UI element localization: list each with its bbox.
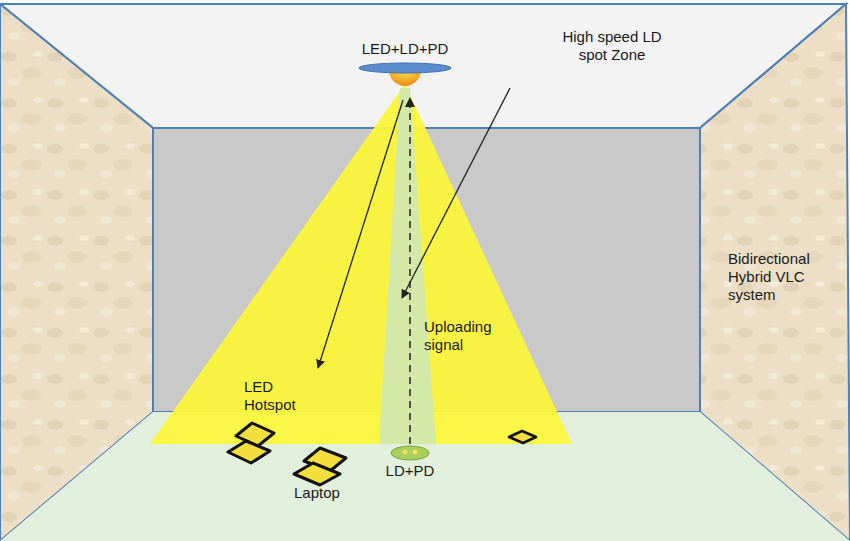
- annotation-label: Laptop: [294, 484, 374, 502]
- edge-label: Uploading signal: [424, 318, 504, 354]
- device-icon: [380, 444, 440, 462]
- led-beam: [150, 84, 572, 444]
- device-label: LED+LD+PD: [362, 40, 449, 58]
- laptop-icon: [228, 423, 274, 463]
- device-icon: [355, 58, 455, 98]
- laptop-icon: [294, 448, 346, 485]
- annotation-label: Bidirectional Hybrid VLC system: [728, 250, 828, 304]
- leader-arrow: [318, 100, 403, 368]
- annotation-label: LED Hotspot: [244, 378, 314, 414]
- user-transceiver: LD+PD: [380, 444, 440, 480]
- leader-arrow: [402, 88, 510, 298]
- ceiling-transceiver: LED+LD+PD: [355, 40, 455, 98]
- upload-signal-arrow: [409, 98, 411, 444]
- annotation-label: High speed LD spot Zone: [553, 28, 671, 64]
- device-label: LD+PD: [386, 462, 435, 480]
- laptop-icon: [509, 431, 536, 443]
- ld-beam: [379, 88, 436, 444]
